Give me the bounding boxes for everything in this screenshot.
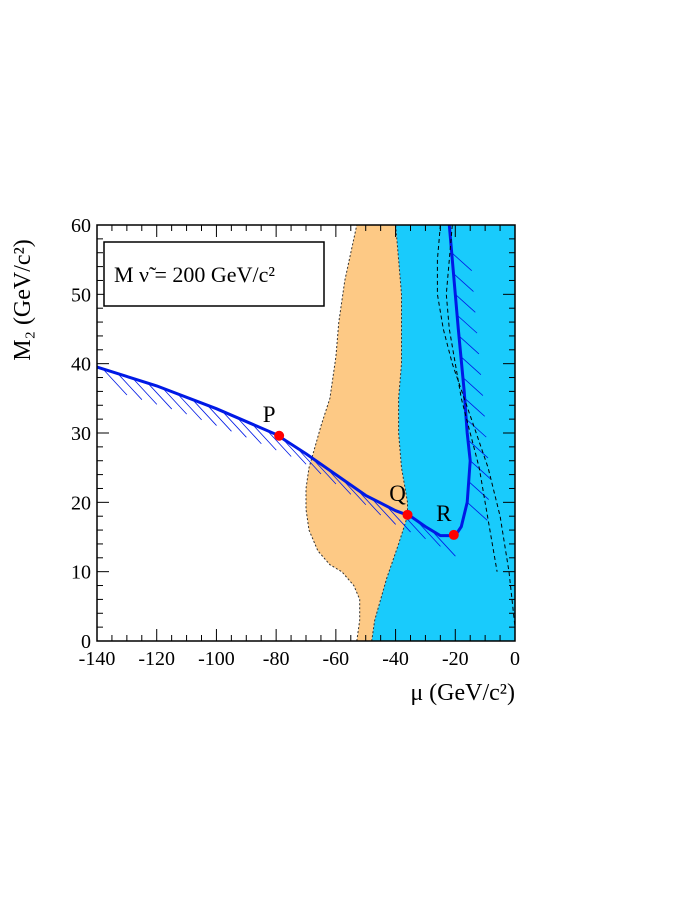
y-tick-label: 30	[71, 423, 91, 445]
point-label-r: R	[436, 501, 452, 526]
point-r	[448, 529, 459, 540]
hatch-mark	[237, 417, 262, 444]
y-axis-title: M₂ (GeV/c²)	[10, 239, 36, 361]
point-q	[402, 509, 413, 520]
x-tick-label: -60	[323, 648, 350, 670]
legend-box: M ν̃ = 200 GeV/c²	[103, 241, 325, 307]
x-axis-title: μ (GeV/c²)	[410, 680, 515, 706]
orange-region	[306, 225, 408, 641]
x-tick-label: 0	[510, 648, 520, 670]
hatch-mark	[458, 335, 480, 355]
x-tick-label: -100	[198, 648, 235, 670]
hatch-mark	[371, 498, 396, 525]
regions-layer	[305, 225, 515, 641]
hatch-mark	[467, 439, 489, 459]
hatch-mark	[455, 294, 476, 313]
hatch-mark	[192, 399, 217, 426]
x-tick-label: -20	[442, 648, 469, 670]
hatch-mark	[117, 373, 143, 400]
hatch-mark	[147, 382, 173, 410]
hatch-mark	[386, 505, 411, 533]
y-tick-label: 10	[71, 562, 91, 584]
dashed-curve-1	[445, 225, 498, 572]
y-tick-label: 40	[71, 354, 91, 376]
hatch-mark	[251, 423, 277, 451]
x-tick-label: -80	[263, 648, 290, 670]
y-tick-label: 20	[71, 492, 91, 514]
hatch-mark	[451, 252, 472, 272]
dashed-curve-2	[436, 225, 515, 628]
y-tick-label: 50	[71, 284, 91, 306]
x-tick-label: -140	[79, 648, 116, 670]
hatch-mark	[162, 387, 187, 415]
hatch-mark	[102, 368, 128, 396]
hatch-mark	[466, 502, 488, 521]
hatch-mark	[468, 481, 489, 500]
hatch-mark	[177, 393, 202, 421]
point-label-p: P	[263, 402, 276, 427]
hatch-mark	[222, 411, 247, 438]
point-label-q: Q	[389, 481, 406, 506]
hatch-mark	[469, 460, 491, 480]
points-layer: P Q R	[263, 402, 459, 540]
cyan-region	[371, 225, 515, 641]
hatch-mark	[266, 430, 292, 457]
hatch-mark	[460, 356, 482, 376]
y-tick-label: 0	[81, 631, 91, 653]
hatch-mark	[456, 314, 478, 334]
legend-text: M ν̃ = 200 GeV/c²	[114, 262, 275, 287]
point-p	[274, 430, 285, 441]
hatch-layer	[102, 252, 491, 557]
x-tick-label: -120	[138, 648, 175, 670]
y-tick-label: 60	[71, 215, 91, 237]
hatch-mark	[431, 529, 456, 557]
hatch-mark	[465, 418, 487, 438]
hatch-mark	[464, 398, 486, 417]
x-tick-label: -40	[382, 648, 409, 670]
hatch-mark	[207, 405, 232, 432]
ticks-layer: -140 -120 -100 -80 -60 -40 -20 0 0 10 20 30 40 50 60	[71, 215, 520, 670]
region-boundary	[305, 225, 408, 641]
hatch-mark	[462, 377, 484, 396]
hatch-mark	[132, 378, 158, 405]
hatch-mark	[453, 273, 474, 292]
